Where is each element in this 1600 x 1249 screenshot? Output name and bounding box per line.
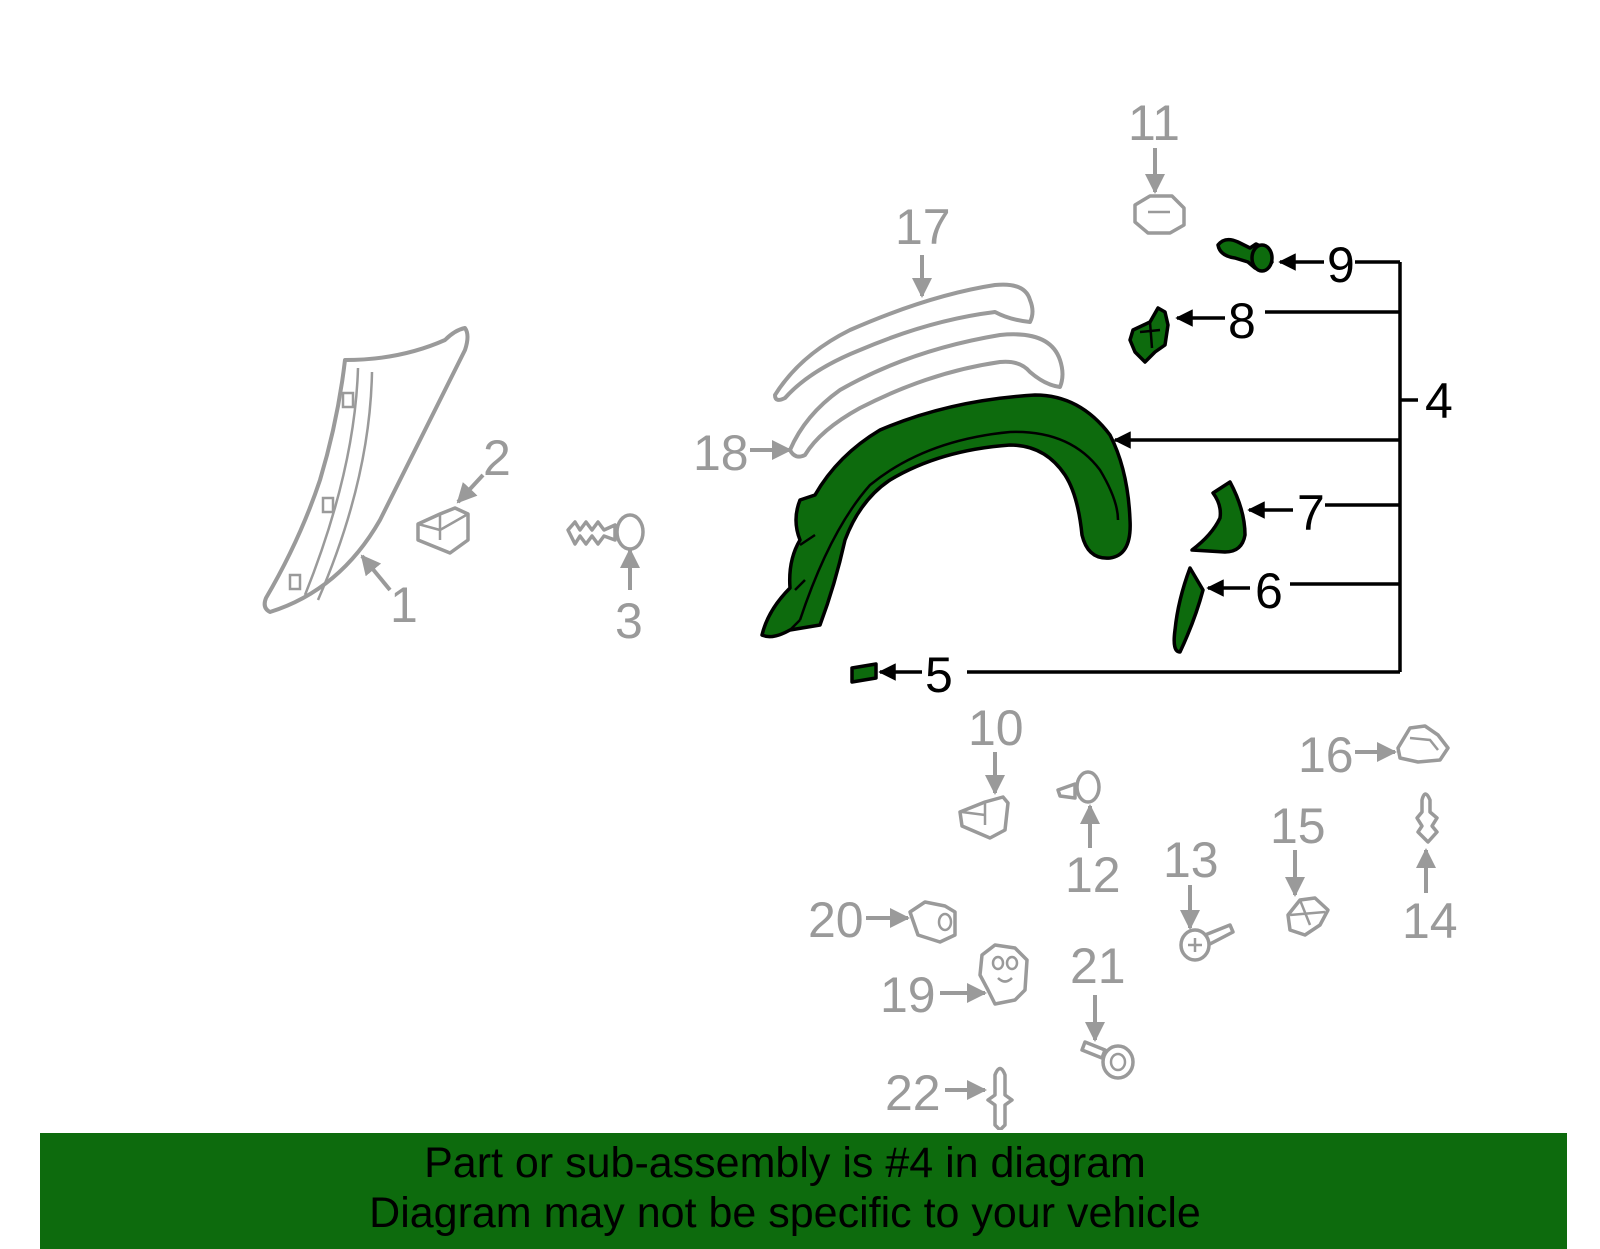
callout-7: 7 [1297,485,1325,541]
callout-1: 1 [390,577,418,633]
part-3-push-rivet [566,513,645,551]
callout-4-bracket [967,260,1418,674]
info-banner: Part or sub-assembly is #4 in diagram Di… [40,1133,1567,1249]
callout-15: 15 [1270,798,1326,854]
part-17-arch-moulding [773,282,1035,402]
callout-19: 19 [880,967,936,1023]
part-1-pillar-garnish [262,326,470,614]
part-7-splash-shield [1190,480,1247,554]
part-15-clip [1286,896,1330,937]
callout-8: 8 [1228,293,1256,349]
part-19-bracket [978,943,1029,1006]
callout-21: 21 [1070,938,1126,994]
part-20-nut-clip [908,900,957,944]
part-10-clip [958,795,1010,840]
callout-17: 17 [895,199,951,255]
callout-20: 20 [808,892,864,948]
part-2-clip [416,506,470,555]
callout-22: 22 [885,1065,941,1121]
banner-line-2: Diagram may not be specific to your vehi… [369,1189,1201,1237]
part-13-screw [1179,923,1235,962]
part-18-arch-moulding [788,332,1065,459]
callout-13: 13 [1163,832,1219,888]
callout-16: 16 [1298,727,1354,783]
leader-2 [456,473,485,504]
part-4-fender-flare [760,393,1132,639]
part-11-nut [1133,194,1186,235]
part-14-push-pin [1415,792,1439,844]
part-21-bolt [1080,1040,1135,1080]
leader-1 [360,554,392,592]
part-22-stud [986,1066,1014,1130]
banner-line-1: Part or sub-assembly is #4 in diagram [424,1139,1146,1187]
callout-18: 18 [693,425,749,481]
callout-11: 11 [1128,95,1180,151]
part-5-seal [850,662,878,684]
callout-12: 12 [1065,847,1121,903]
callout-10: 10 [968,700,1024,756]
part-16-clip [1396,724,1450,764]
callout-14: 14 [1402,893,1458,949]
callout-9: 9 [1327,237,1355,293]
callout-4: 4 [1425,373,1453,429]
callout-5: 5 [925,647,953,703]
callout-2: 2 [483,430,511,486]
part-6-mudguard [1172,566,1205,654]
part-12-rivet [1056,770,1101,804]
parts-diagram: 1 2 3 17 18 5 [262,95,1458,1130]
part-8-clip [1128,306,1170,364]
callout-3: 3 [615,593,643,649]
part-9-screw [1216,237,1274,273]
callout-6: 6 [1255,563,1283,619]
